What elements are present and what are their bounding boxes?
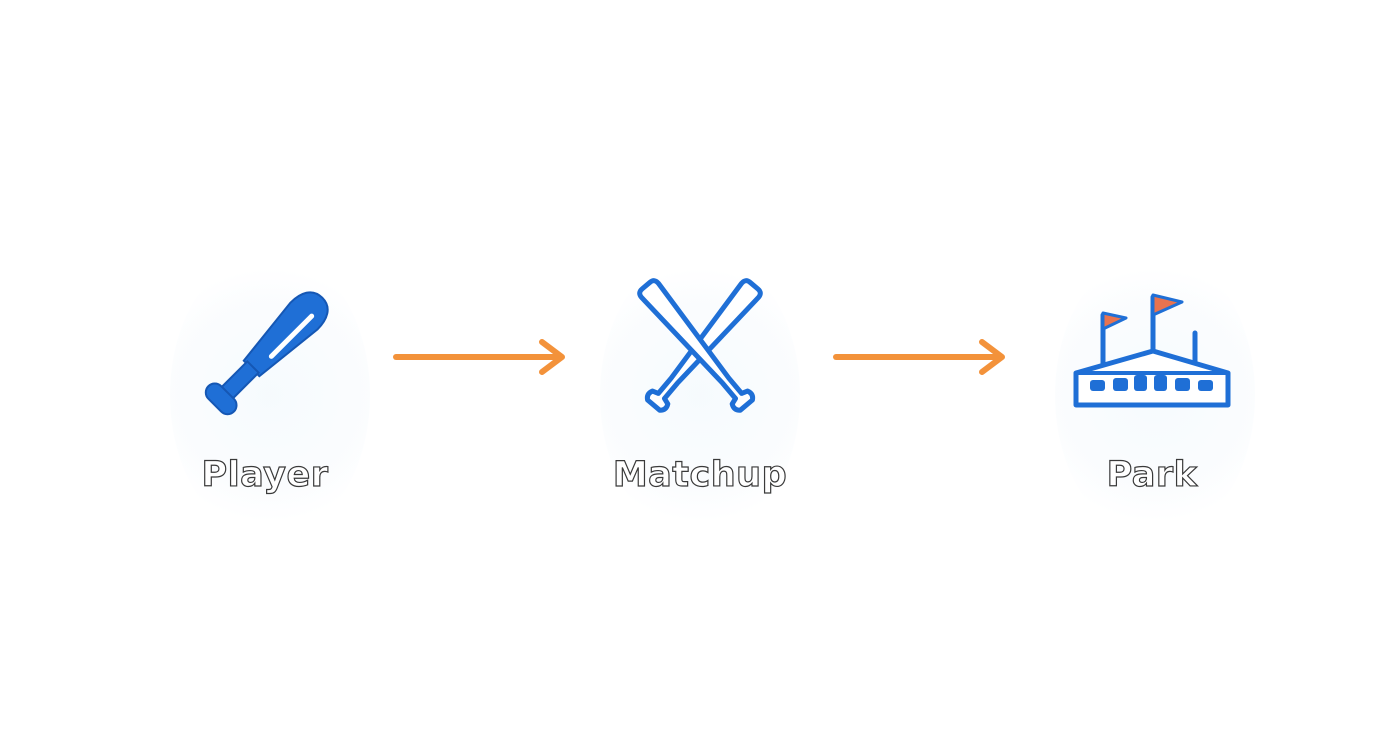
arrow-player-to-matchup — [390, 336, 572, 378]
matchup-label: Matchup — [612, 454, 788, 495]
matchup-halo — [600, 250, 800, 540]
park-label: Park — [1106, 454, 1198, 495]
crossed-bats-icon — [615, 272, 785, 432]
player-label: Player — [201, 454, 329, 495]
player-halo — [170, 250, 370, 540]
baseball-bat-icon — [180, 270, 350, 440]
stadium-icon — [1068, 285, 1238, 415]
arrow-matchup-to-park — [830, 336, 1012, 378]
